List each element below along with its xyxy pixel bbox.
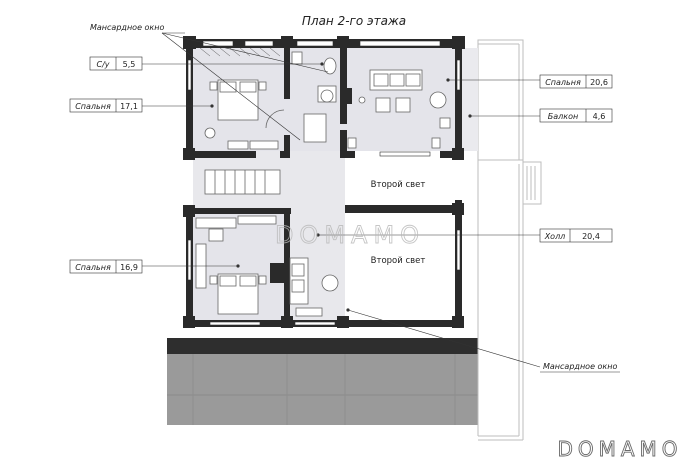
dormer-bottom-label: Мансардное окно (543, 362, 617, 371)
bedroom-bottom-left-name: Спальня (75, 263, 111, 272)
bedroom-top-left-name: Спальня (75, 102, 111, 111)
watermark-center: DOMAMO (275, 221, 425, 249)
leader-lines (142, 32, 541, 368)
bedroom-top-left-area: 17,1 (120, 102, 138, 111)
dormer-hatch (199, 47, 281, 57)
balcony-name: Балкон (548, 112, 578, 121)
label-balcony: Балкон 4,6 (539, 108, 613, 123)
dormer-top-label: Мансардное окно (90, 23, 164, 32)
windows (187, 40, 461, 326)
hall-area: 20,4 (582, 232, 600, 241)
hall-name: Холл (544, 232, 566, 241)
balcony-area: 4,6 (593, 112, 606, 121)
bedroom-right-name: Спальня (545, 78, 581, 87)
bathroom-name: С/у (96, 60, 109, 69)
second-light-upper: Второй свет (371, 180, 426, 190)
watermark-corner: DOMAMO (557, 437, 682, 461)
label-bathroom: С/у 5,5 (89, 56, 143, 71)
label-hall: Холл 20,4 (539, 228, 613, 243)
bathroom-area: 5,5 (123, 60, 136, 69)
leader-dots (210, 62, 472, 312)
label-bedroom-bottom-left: Спальня 16,9 (69, 259, 143, 274)
bedroom-right-area: 20,6 (590, 78, 608, 87)
label-bedroom-top-left: Спальня 17,1 (69, 98, 143, 113)
second-light-areas: Второй свет Второй свет (371, 180, 426, 266)
plan-title: План 2-го этажа (302, 14, 406, 28)
roof (167, 338, 478, 425)
furniture (195, 51, 451, 317)
bedroom-bottom-left-area: 16,9 (120, 263, 138, 272)
terrace-outline (477, 39, 542, 441)
second-light-lower: Второй свет (371, 256, 426, 266)
label-bedroom-right: Спальня 20,6 (539, 74, 613, 89)
